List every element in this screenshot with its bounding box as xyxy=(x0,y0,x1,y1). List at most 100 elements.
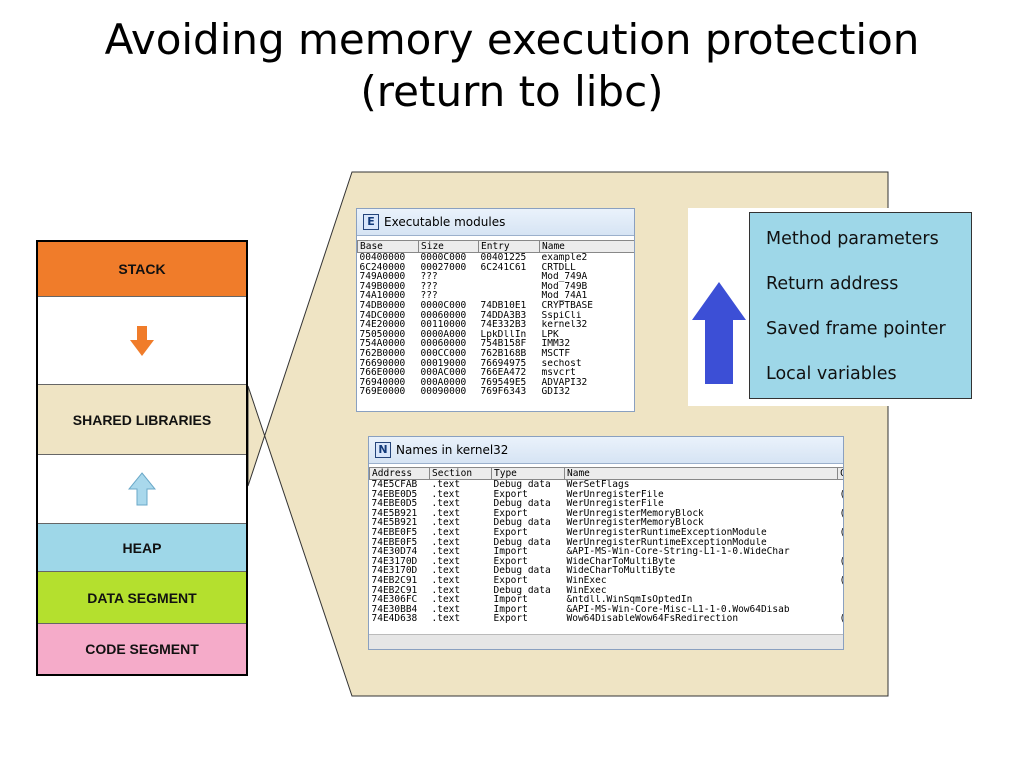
name-cell: WideCharToMultiByte xyxy=(566,556,676,567)
name-cell: 74E30BB4 xyxy=(371,604,418,615)
name-cell: WerUnregisterMemoryBlock xyxy=(566,508,704,519)
name-cell: .text xyxy=(431,508,461,519)
names-column-header[interactable]: Address xyxy=(369,467,430,480)
names-column-header[interactable]: C xyxy=(837,467,843,480)
module-cell: 76690000 xyxy=(359,358,406,369)
names-column-header[interactable]: Name xyxy=(564,467,838,480)
names-column-header[interactable]: Type xyxy=(491,467,565,480)
segment-heap-label: HEAP xyxy=(122,539,162,556)
names-horizontal-scrollbar[interactable] xyxy=(369,634,843,649)
name-cell: &ntdll.WinSqmIsOptedIn xyxy=(566,595,693,605)
name-cell: WerSetFlags xyxy=(566,479,630,490)
name-comment-cell xyxy=(838,547,844,557)
module-cell: 762B168B xyxy=(480,348,527,359)
name-cell: 74E3170D xyxy=(371,556,418,567)
segment-data-label: DATA SEGMENT xyxy=(87,589,197,606)
module-cell xyxy=(479,291,540,301)
modules-titlebar[interactable]: E Executable modules xyxy=(357,209,634,236)
name-cell: .text xyxy=(431,547,461,557)
modules-column-header[interactable]: Name xyxy=(539,240,634,253)
module-cell: kernel32 xyxy=(541,320,588,330)
module-cell: 00019000 xyxy=(420,358,467,369)
module-cell: 762B0000 xyxy=(359,348,406,359)
names-window-icon: N xyxy=(375,442,391,458)
segment-heap: HEAP xyxy=(38,524,246,572)
module-cell: Mod_749B xyxy=(541,281,588,292)
name-cell: Debug data xyxy=(493,537,551,548)
segment-code: CODE SEGMENT xyxy=(38,624,246,674)
modules-column-header[interactable]: Entry xyxy=(478,240,540,253)
module-row[interactable]: 762B0000 000CC000 762B168B MSCTF xyxy=(358,349,635,359)
stack-growth-arrow-icon xyxy=(692,282,746,384)
name-cell: WerUnregisterRuntimeExceptionModule xyxy=(566,527,767,538)
module-cell: MSCTF xyxy=(541,348,571,359)
frame-item-saved-frame-pointer: Saved frame pointer xyxy=(766,319,946,339)
name-cell: .text xyxy=(431,595,461,605)
name-cell: Export xyxy=(493,489,528,500)
module-cell: ??? xyxy=(420,272,438,282)
module-cell: 74DB10E1 xyxy=(480,300,527,311)
module-cell: 6C241C61 xyxy=(480,262,527,273)
frame-item-return-address: Return address xyxy=(766,274,899,294)
module-cell: 000CC000 xyxy=(420,348,467,359)
name-cell: 74E5B921 xyxy=(371,518,418,528)
module-cell: 00401225 xyxy=(480,252,527,263)
name-cell: WerUnregisterMemoryBlock xyxy=(566,518,704,528)
module-cell: 000AC000 xyxy=(420,368,467,378)
names-column-header[interactable]: Section xyxy=(429,467,492,480)
names-titlebar[interactable]: N Names in kernel32 xyxy=(369,437,843,464)
module-cell: ADVAPI32 xyxy=(541,377,588,388)
module-row[interactable]: 749B0000???Mod_749B xyxy=(358,282,635,292)
module-cell xyxy=(479,272,540,282)
name-cell: .text xyxy=(431,575,461,586)
module-cell: 00060000 xyxy=(420,310,467,321)
module-cell: 00400000 xyxy=(359,252,406,263)
module-cell: 000A0000 xyxy=(420,377,467,388)
name-cell: 74E306FC xyxy=(371,595,418,605)
module-cell: 76694975 xyxy=(480,358,527,369)
name-cell: WerUnregisterFile xyxy=(566,489,664,500)
module-cell: LpkDllIn xyxy=(480,329,527,340)
name-cell: .text xyxy=(431,614,461,624)
name-cell: 74EBE0D5 xyxy=(371,499,418,509)
modules-column-header[interactable]: Size xyxy=(418,240,479,253)
name-cell: Import xyxy=(493,604,528,615)
name-cell: .text xyxy=(431,585,461,596)
module-cell: 766E0000 xyxy=(359,368,406,378)
name-cell: 74E5CFAB xyxy=(371,479,418,490)
modules-column-header[interactable]: Base xyxy=(357,240,419,253)
name-cell: 74E4D638 xyxy=(371,614,418,624)
name-cell: Export xyxy=(493,527,528,538)
module-row[interactable]: 74A10000???Mod_74A1 xyxy=(358,291,635,301)
heap-gap xyxy=(38,455,246,524)
arrow-up-icon xyxy=(128,472,156,506)
name-comment-cell xyxy=(838,518,844,528)
module-row[interactable]: 749A0000???Mod_749A xyxy=(358,272,635,282)
